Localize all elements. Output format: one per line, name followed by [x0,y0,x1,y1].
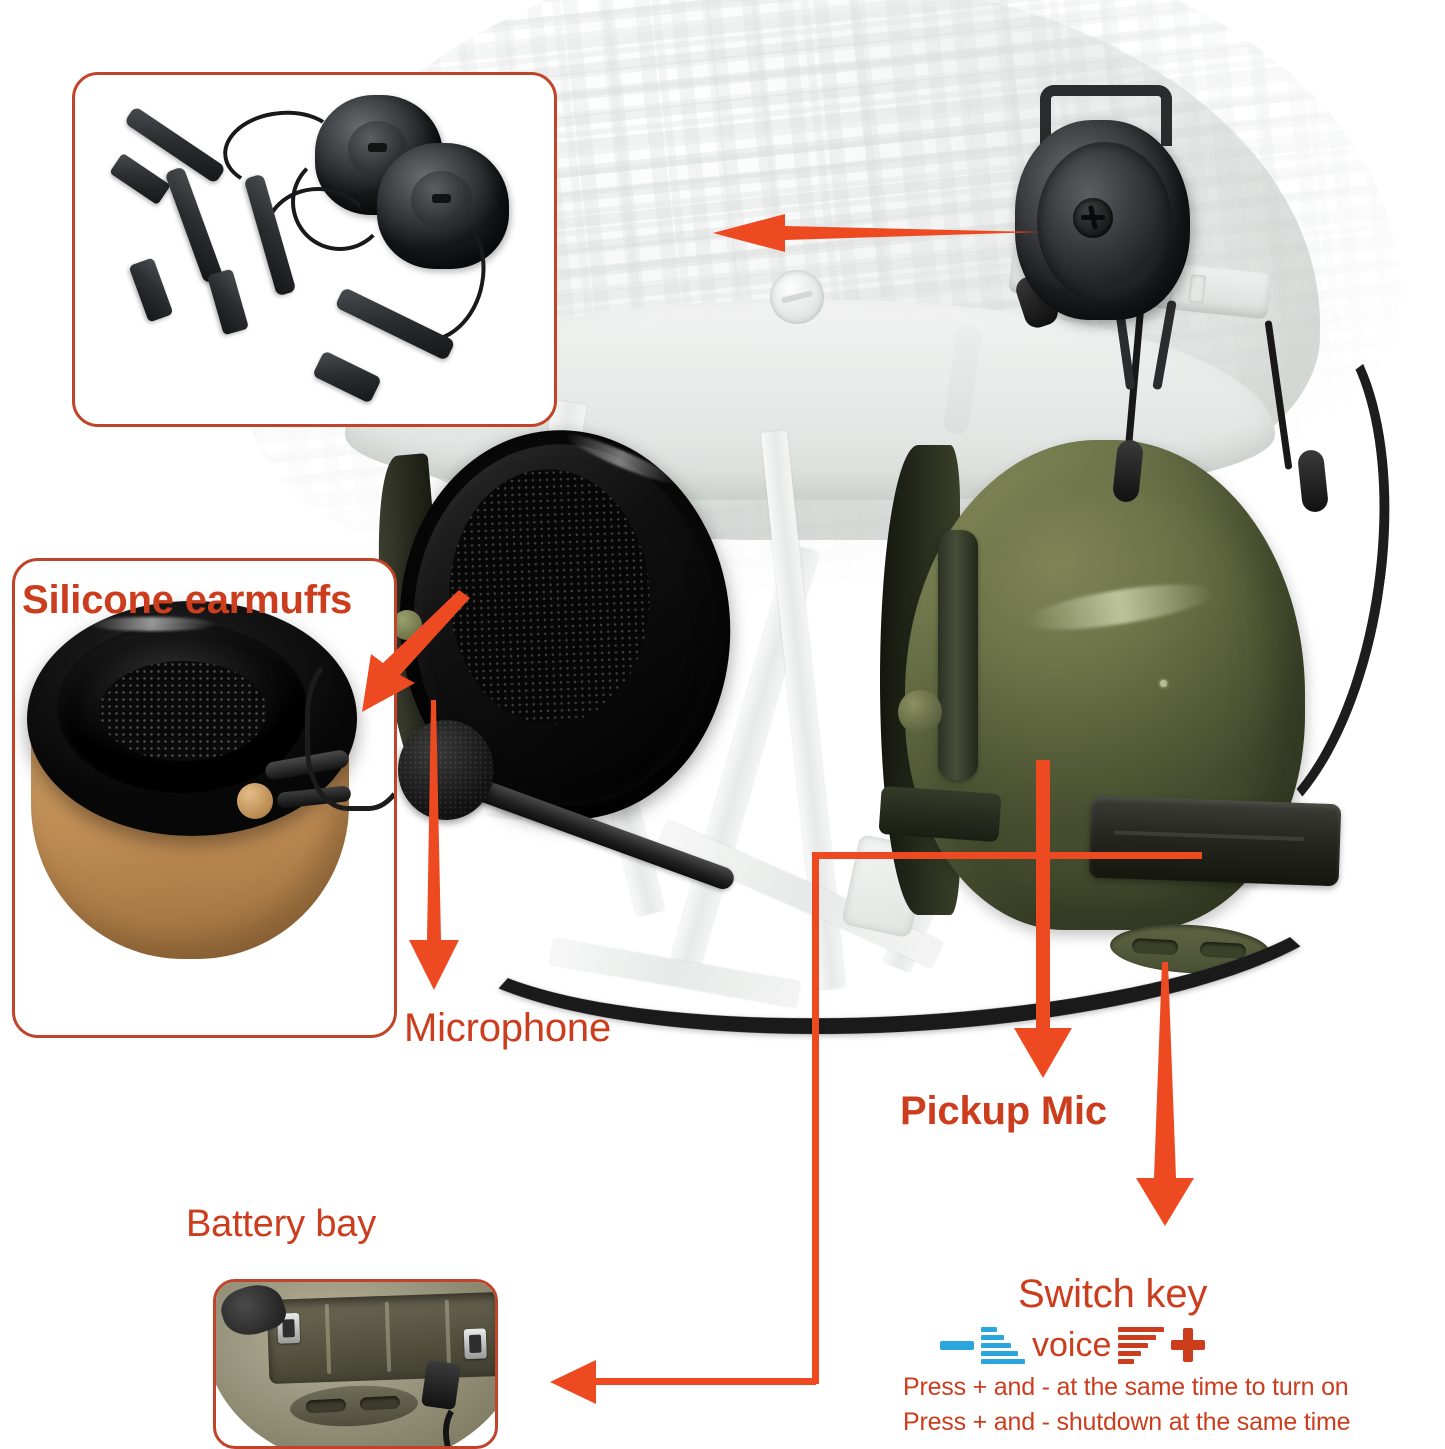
earcup-mesh [99,661,267,761]
earcup-adjust-knob [237,783,273,819]
microphone-windscreen [398,720,494,820]
label-silicone-earmuffs: Silicone earmuffs [22,578,353,622]
adapter-clip [312,350,382,404]
adapter-arm [164,166,224,284]
earcup-highlight [1023,575,1217,639]
adapter-clip [128,257,174,323]
voice-label: voice [1032,1325,1112,1364]
helmet-rail-adapter [1015,120,1190,320]
earmuff-inner-ring [57,623,307,793]
adapter-wire [291,153,389,251]
rail-adapter-screw [1073,198,1113,238]
earcup-pivot-knob [898,690,942,734]
earmuff-highlight [87,617,217,631]
inset-battery-bay [213,1279,498,1449]
rail-adapter-handle [1040,85,1172,146]
helmet-bolt [770,270,824,324]
label-microphone: Microphone [404,1006,612,1050]
earcup-screw-dot [1160,680,1167,687]
earcup-wire [305,651,394,811]
switch-key-instruction-2: Press + and - shutdown at the same time [903,1408,1351,1436]
switch-key-instruction-1: Press + and - at the same time to turn o… [903,1373,1349,1401]
minus-icon [940,1340,974,1350]
label-battery-bay: Battery bay [186,1203,377,1245]
earmuff-cushion-black [27,601,357,836]
label-switch-key: Switch key [1018,1272,1208,1316]
adapter-clip [206,268,250,336]
earcup-hinge-arm [938,530,978,780]
battery-compartment-open [266,1291,495,1385]
inset-silicone-earmuff [12,558,397,1038]
volume-down-bars-icon [981,1323,1025,1367]
plus-icon [1171,1328,1206,1362]
adapter-clip [109,152,171,206]
switch-key-legend: voice [940,1322,1206,1368]
rail-adapter-disc [377,143,509,269]
inset-helmet-rail-adapters [72,72,557,427]
label-pickup-mic: Pickup Mic [900,1089,1107,1133]
volume-up-bars-icon [1118,1323,1165,1367]
